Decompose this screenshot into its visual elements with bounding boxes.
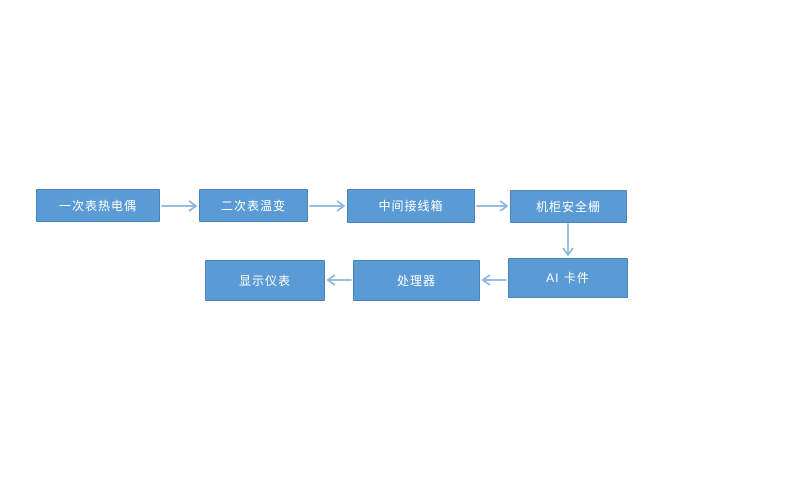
flow-node-ai-card: AI 卡件 [508, 258, 628, 298]
arrow-primary-thermocouple-to-secondary-transmitter [161, 200, 197, 212]
flow-node-label: 一次表热电偶 [58, 198, 137, 213]
flow-node-secondary-transmitter: 二次表温变 [199, 189, 308, 222]
flow-node-junction-box: 中间接线箱 [347, 189, 475, 223]
arrow-processor-to-display-instrument [327, 274, 352, 286]
flow-node-label: 显示仪表 [238, 273, 291, 288]
arrow-ai-card-to-processor [482, 274, 507, 286]
flow-node-safety-barrier: 机柜安全栅 [510, 190, 627, 223]
flow-node-label: 二次表温变 [220, 198, 286, 213]
arrow-safety-barrier-to-ai-card [562, 223, 574, 256]
flow-node-display-instrument: 显示仪表 [205, 260, 325, 301]
flow-node-label: 处理器 [396, 273, 436, 288]
arrow-secondary-transmitter-to-junction-box [309, 200, 345, 212]
flow-node-label: 机柜安全栅 [535, 199, 601, 214]
flow-node-processor: 处理器 [353, 260, 480, 301]
flow-node-label: 中间接线箱 [378, 199, 444, 213]
flow-node-primary-thermocouple: 一次表热电偶 [36, 189, 160, 222]
arrow-junction-box-to-safety-barrier [476, 200, 508, 212]
flow-node-label: AI 卡件 [546, 271, 590, 285]
